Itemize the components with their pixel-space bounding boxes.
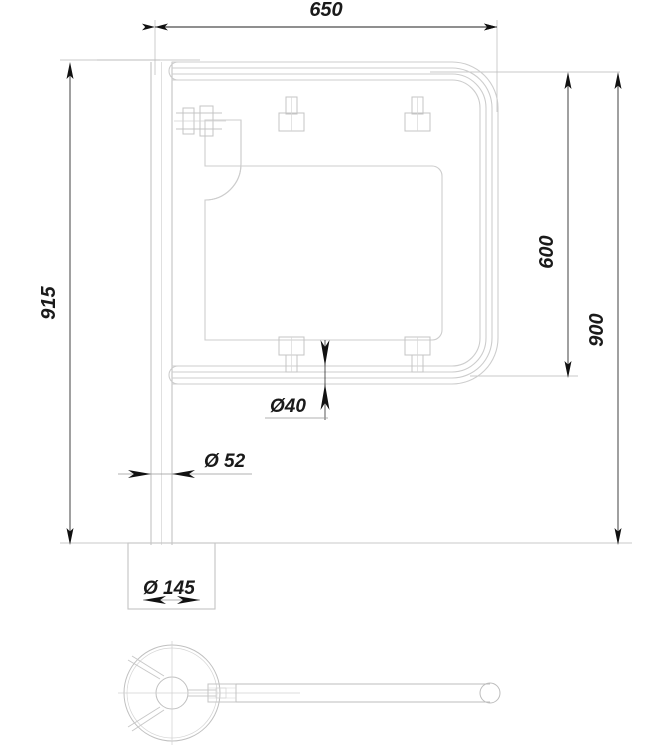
clamp-top-left	[278, 96, 305, 132]
dimension-label-915: 915	[38, 285, 60, 319]
dimension-height-600: 600	[536, 72, 572, 378]
clamp-bottom-left	[278, 336, 305, 373]
glass-panel-corner-cut	[204, 119, 242, 201]
dimension-label-145: Ø 145	[143, 578, 195, 599]
witness-lines	[60, 20, 632, 544]
dimension-height-915: 915	[38, 62, 74, 545]
dimension-label-40: Ø40	[270, 396, 306, 417]
clamp-top-right	[404, 96, 431, 132]
dimension-label-52: Ø 52	[204, 451, 246, 472]
dimension-diameter-40: Ø40	[265, 340, 330, 420]
plan-view	[118, 641, 501, 745]
plan-base-spokes	[127, 655, 216, 732]
dimension-height-900: 900	[586, 72, 622, 545]
plan-connector	[207, 683, 237, 703]
plan-arm	[236, 682, 501, 704]
clamp-bottom-right	[404, 336, 431, 373]
dimension-diameter-52: Ø 52	[118, 451, 252, 478]
rounded-tube-frame	[168, 61, 499, 385]
front-elevation-view: 650 915 600 900	[38, 0, 632, 610]
dimension-label-900: 900	[586, 313, 608, 346]
base-plate	[127, 542, 216, 610]
hinge-bracket	[174, 105, 226, 137]
dimension-diameter-145: Ø 145	[143, 578, 200, 604]
plan-centerlines	[118, 641, 300, 745]
vertical-post	[150, 62, 173, 545]
dimension-label-600: 600	[536, 235, 558, 268]
dimension-width-650: 650	[142, 0, 497, 31]
dimension-label-650: 650	[309, 0, 342, 21]
